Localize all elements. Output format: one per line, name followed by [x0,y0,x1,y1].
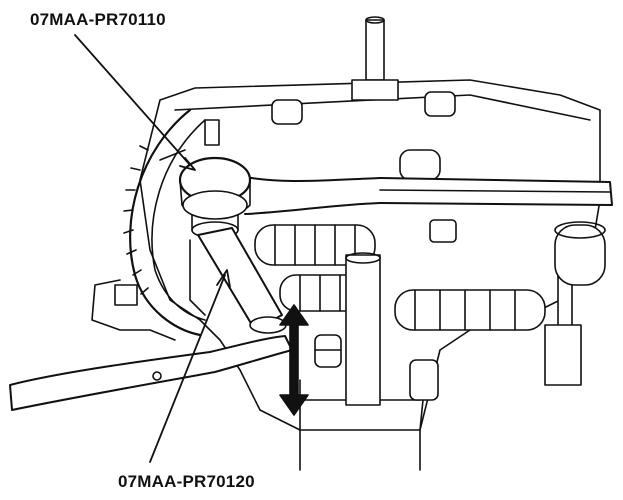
part-number-label-top: 07MAA-PR70110 [30,10,166,29]
lock-nut [314,334,342,368]
part-number-label-bottom: 07MAA-PR70120 [118,472,255,491]
wrench-upper [234,174,613,215]
valve-springs-right [394,289,546,331]
movement-arrow [279,304,309,416]
special-tool-socket [178,156,252,239]
leader-lines [74,34,231,463]
studs [204,16,606,406]
cam-sprocket [91,108,206,341]
